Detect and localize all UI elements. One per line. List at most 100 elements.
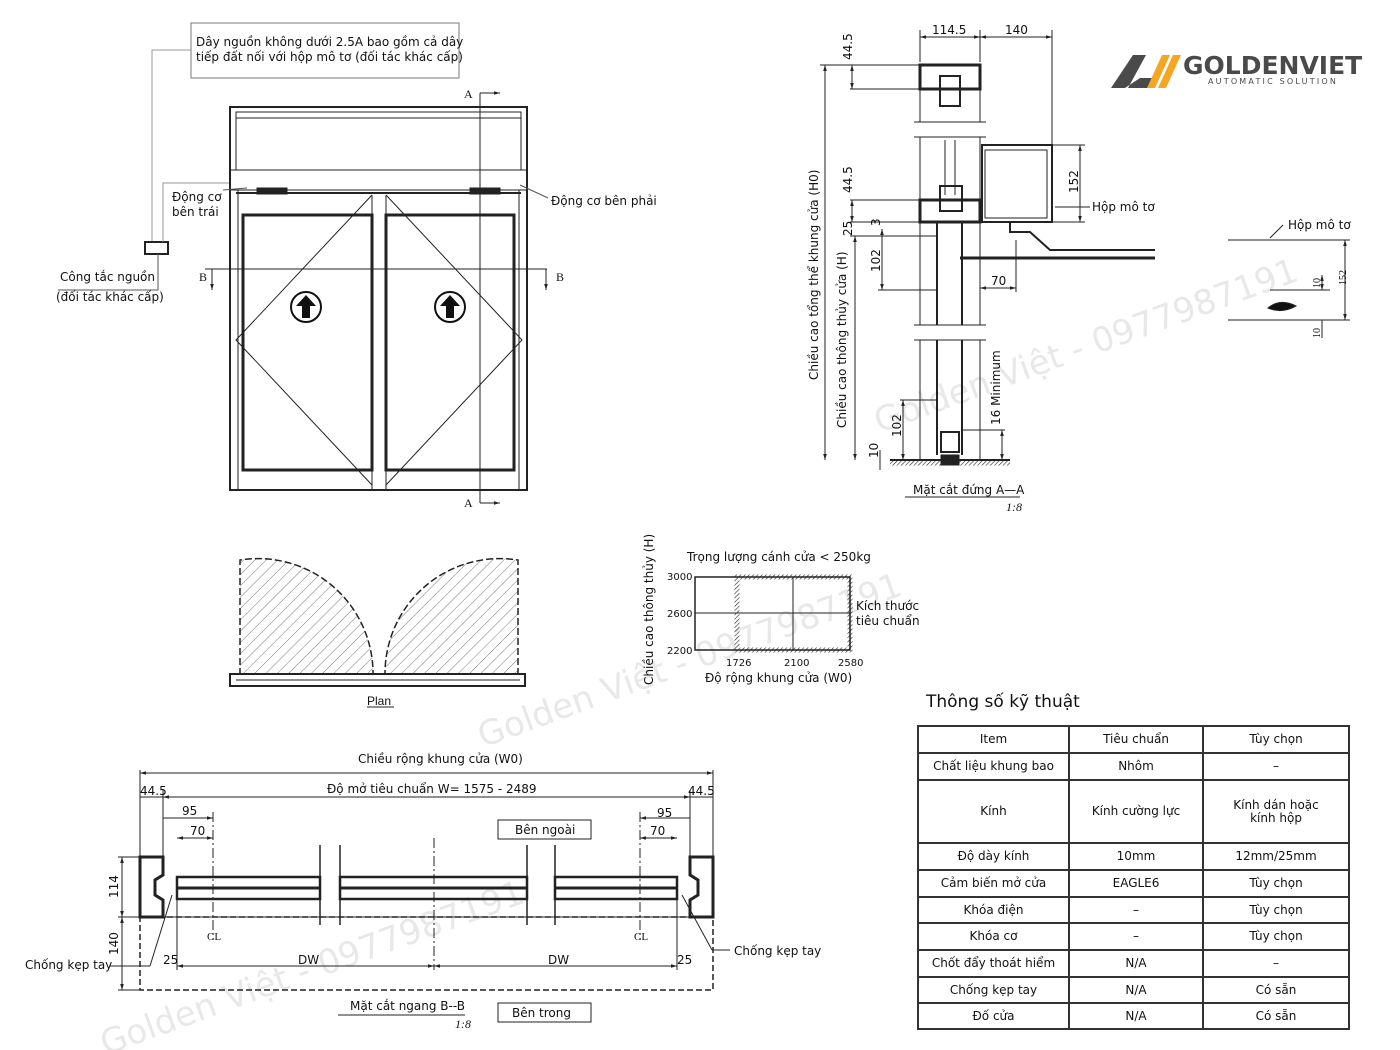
y-tick: 2600: [667, 609, 692, 620]
frame-width-label: Chiều rộng khung cửa (W0): [358, 752, 523, 766]
spec-cell: Kính cường lực: [1068, 779, 1204, 844]
section-aa-scale: 1:8: [1006, 500, 1022, 514]
power-switch-label: (đối tác khác cấp): [56, 290, 164, 304]
dim-label: 25: [677, 953, 692, 967]
size-chart-legend: Kích thước: [856, 599, 919, 613]
spec-cell: Nhôm: [1068, 752, 1204, 781]
x-tick: 1726: [726, 658, 751, 669]
dim-label: 70: [991, 274, 1006, 288]
dim-label: 70: [650, 824, 665, 838]
power-switch-box: [144, 241, 169, 255]
right-door-swing-lines: [385, 194, 523, 486]
spec-title: Thông số kỹ thuật: [926, 692, 1080, 712]
x-tick: 2100: [784, 658, 809, 669]
dim-label: 114.5: [932, 23, 966, 37]
logo-mark-dark: [1111, 55, 1152, 88]
section-a-marker: A: [464, 496, 473, 510]
logo-mark-accent: [1147, 55, 1181, 88]
centerline-label: CL: [634, 931, 648, 943]
section-aa-title: Mặt cắt đứng A—A: [913, 483, 1025, 497]
spec-row: Khóa cơ–Tùy chọn: [917, 922, 1350, 951]
left-door-swing-lines: [235, 194, 373, 486]
spec-cell: Chất liệu khung bao: [917, 752, 1070, 781]
spec-cell: N/A: [1068, 1002, 1204, 1030]
dim-label: 10: [1312, 278, 1323, 288]
push-arrow-icon-right: [434, 291, 466, 323]
spec-header-cell: Tiêu chuẩn: [1068, 725, 1204, 754]
plan-label: Plan: [367, 694, 391, 708]
spec-cell: Tùy chọn: [1202, 896, 1350, 924]
spec-cell: Kính dán hoặc kính hộp: [1202, 779, 1350, 844]
spec-row: Khóa điện–Tùy chọn: [917, 896, 1350, 924]
motor-box-label: Hộp mô tơ: [1092, 200, 1155, 214]
dim-label: 25: [163, 953, 178, 967]
right-motor-label: Động cơ bên phải: [551, 194, 657, 208]
dim-label: 95: [657, 806, 672, 820]
front-elevation: [58, 22, 549, 505]
x-tick: 2580: [838, 658, 863, 669]
size-chart-title: Trọng lượng cánh cửa < 250kg: [686, 550, 871, 564]
dim-label: 44.5: [841, 166, 855, 193]
size-chart-ylabel: Chiều cao thông thủy (H): [642, 534, 656, 685]
overall-height-label: Chiều cao tổng thể khung cửa (H0): [807, 170, 821, 380]
spec-cell: –: [1068, 922, 1204, 951]
dim-label: 140: [107, 932, 121, 955]
door-width-label: DW: [548, 953, 569, 967]
push-arrow-icon-left: [290, 291, 322, 323]
standard-size-region: [734, 574, 853, 653]
centerline-label: CL: [207, 931, 221, 943]
standard-size-chart: [694, 574, 853, 653]
spec-cell: Chống kẹp tay: [917, 976, 1070, 1004]
finger-guard-label: Chống kẹp tay: [25, 958, 112, 972]
dim-label: 102: [890, 414, 904, 437]
spec-cell: N/A: [1068, 976, 1204, 1004]
power-switch-label: Công tắc nguồn: [60, 270, 155, 284]
size-chart-legend: tiêu chuẩn: [856, 614, 920, 628]
power-note-text: tiếp đất nối với hộp mô tơ (đối tác khác…: [196, 50, 463, 64]
spec-cell: Chốt đẩy thoát hiểm: [917, 949, 1070, 978]
y-tick: 3000: [667, 572, 692, 583]
dim-label: 10: [867, 443, 881, 458]
spec-cell: Tùy chọn: [1202, 869, 1350, 898]
dim-label: 10: [1312, 328, 1323, 338]
spec-cell: Tùy chọn: [1202, 922, 1350, 951]
y-tick: 2200: [667, 646, 692, 657]
dim-label: 44.5: [140, 784, 167, 798]
power-note-text: Dây nguồn không dưới 2.5A bao gồm cả dây: [196, 35, 463, 49]
dim-label: 3: [869, 218, 883, 226]
spec-header-cell: Tùy chọn: [1202, 725, 1350, 754]
clear-height-label: Chiều cao thông thủy cửa (H): [835, 251, 849, 428]
spec-cell: 10mm: [1068, 842, 1204, 871]
inside-label: Bên trong: [512, 1006, 571, 1020]
svg-text:Golden Việt - 0977987191: Golden Việt - 0977987191: [869, 251, 1304, 442]
section-bb-scale: 1:8: [455, 1017, 471, 1031]
spec-cell: –: [1202, 752, 1350, 781]
spec-cell: N/A: [1068, 949, 1204, 978]
logo-tagline: AUTOMATIC SOLUTION: [1208, 77, 1338, 86]
left-motor-label: Động cơ: [172, 190, 222, 204]
outside-label: Bên ngoài: [515, 823, 575, 837]
finger-guard-label: Chống kẹp tay: [734, 944, 821, 958]
dim-label: 114: [107, 875, 121, 898]
spec-cell: Khóa cơ: [917, 922, 1070, 951]
motor-box-detail-label: Hộp mô tơ: [1288, 218, 1351, 232]
spec-cell: Có sẵn: [1202, 1002, 1350, 1030]
dim-label: 140: [1005, 23, 1028, 37]
spec-cell: –: [1068, 896, 1204, 924]
motor-box-detail: [1228, 224, 1350, 338]
spec-cell: Có sẵn: [1202, 976, 1350, 1004]
section-a-a: [820, 30, 1155, 498]
section-b-marker: B: [556, 270, 564, 284]
dim-label: 16 Minimum: [989, 350, 1003, 425]
spec-cell: Đố cửa: [917, 1002, 1070, 1030]
dim-label: 25: [841, 221, 855, 236]
section-bb-title: Mặt cắt ngang B--B: [350, 999, 465, 1013]
